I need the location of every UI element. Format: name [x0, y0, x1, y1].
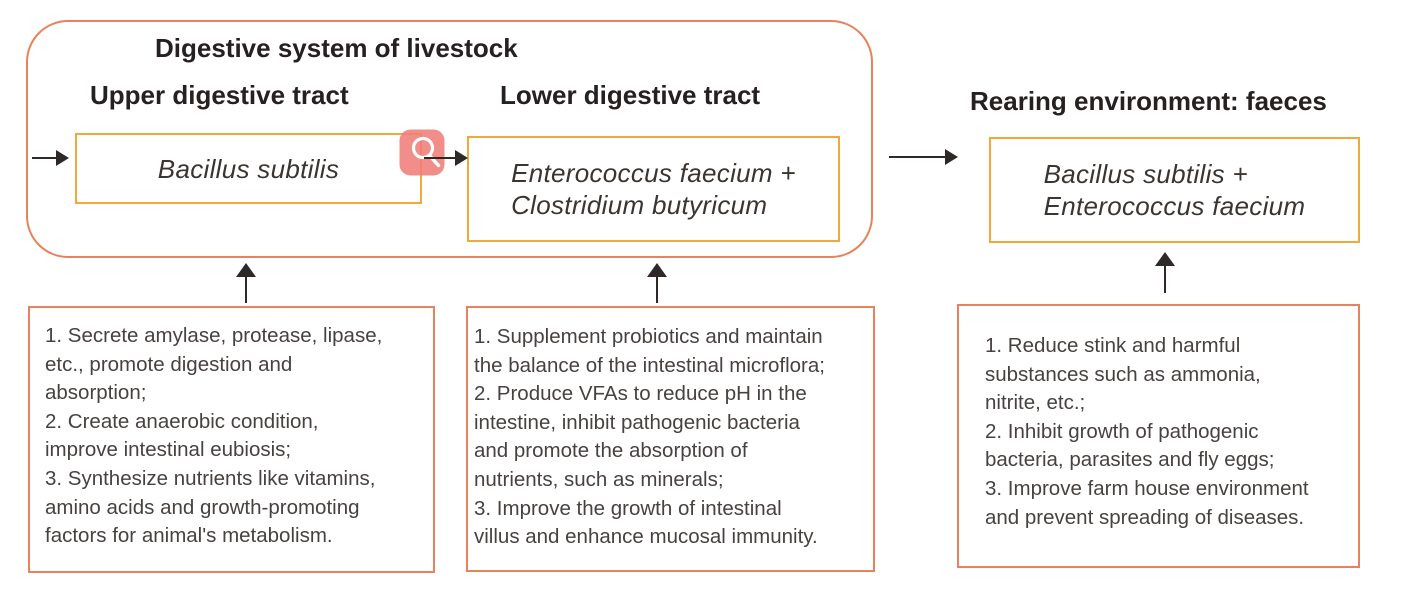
- text-line: Enterococcus faecium +: [511, 158, 796, 188]
- arrow-shaft: [1163, 263, 1167, 293]
- arrow-up-lower: [647, 263, 667, 303]
- function-box-lower: 1. Supplement probiotics and maintain the…: [466, 306, 875, 572]
- text-line: absorption;: [45, 381, 147, 405]
- species-box-lower: Enterococcus faecium +Clostridium butyri…: [467, 136, 840, 242]
- arrow-head-icon: [56, 150, 69, 166]
- arrow-shaft: [32, 156, 58, 160]
- text-line: substances such as ammonia,: [985, 362, 1261, 386]
- arrow-shaft: [424, 156, 457, 160]
- text-line: intestine, inhibit pathogenic bacteria: [474, 410, 800, 434]
- arrow-entry-left: [32, 150, 69, 166]
- arrow-up-rearing: [1155, 252, 1175, 293]
- text-line: the balance of the intestinal microflora…: [474, 353, 825, 377]
- text-line: 3. Improve farm house environment: [985, 476, 1309, 500]
- arrow-head-icon: [647, 263, 667, 277]
- arrow-shaft: [655, 274, 659, 303]
- text-line: Bacillus subtilis: [157, 153, 340, 184]
- species-text-upper: Bacillus subtilis: [158, 153, 339, 185]
- heading-rearing-environment: Rearing environment: faeces: [970, 86, 1327, 116]
- text-line: nitrite, etc.;: [985, 391, 1086, 415]
- arrow-head-icon: [1155, 252, 1175, 266]
- text-line: Bacillus subtilis +: [1043, 159, 1248, 189]
- text-line: villus and enhance mucosal immunity.: [474, 525, 818, 549]
- arrow-shaft: [889, 155, 947, 159]
- text-line: and prevent spreading of diseases.: [985, 505, 1305, 529]
- species-text-rearing: Bacillus subtilis +Enterococcus faecium: [1044, 158, 1306, 222]
- text-line: 1. Reduce stink and harmful: [985, 334, 1241, 357]
- magnifier-background: [399, 129, 445, 176]
- arrow-shaft: [244, 274, 248, 303]
- text-line: amino acids and growth-promoting: [45, 495, 360, 519]
- digestive-system-container: [26, 20, 873, 258]
- text-line: factors for animal's metabolism.: [45, 524, 333, 548]
- text-line: improve intestinal eubiosis;: [45, 438, 292, 462]
- text-line: 1. Secrete amylase, protease, lipase,: [45, 324, 383, 347]
- text-line: 3. Synthesize nutrients like vitamins,: [45, 466, 376, 490]
- heading-lower-digestive-tract: Lower digestive tract: [500, 80, 761, 110]
- text-line: 2. Inhibit growth of pathogenic: [985, 419, 1259, 443]
- diagram-title: Digestive system of livestock: [155, 33, 518, 63]
- arrow-head-icon: [236, 263, 256, 277]
- text-line: Enterococcus faecium: [1043, 191, 1306, 221]
- function-box-upper: 1. Secrete amylase, protease, lipase, etc…: [28, 306, 435, 573]
- species-box-upper: Bacillus subtilis: [75, 133, 422, 204]
- magnifier-lens-icon: [411, 136, 435, 160]
- text-line: nutrients, such as minerals;: [474, 467, 724, 491]
- arrow-to-rearing: [889, 149, 958, 165]
- text-line: 1. Supplement probiotics and maintain: [474, 325, 823, 348]
- text-line: etc., promote digestion and: [45, 352, 293, 376]
- text-line: and promote the absorption of: [474, 439, 748, 463]
- arrow-head-icon: [455, 150, 468, 166]
- arrow-upper-to-lower: [424, 150, 468, 166]
- text-line: bacteria, parasites and fly eggs;: [985, 448, 1275, 472]
- text-line: 2. Produce VFAs to reduce pH in the: [474, 382, 807, 406]
- text-line: Clostridium butyricum: [511, 190, 768, 220]
- magnifier-icon[interactable]: [399, 129, 445, 176]
- heading-upper-digestive-tract: Upper digestive tract: [90, 80, 349, 110]
- arrow-up-upper: [236, 263, 256, 303]
- species-text-lower: Enterococcus faecium +Clostridium butyri…: [511, 157, 796, 221]
- text-line: 2. Create anaerobic condition,: [45, 409, 319, 433]
- text-line: 3. Improve the growth of intestinal: [474, 496, 782, 520]
- arrow-head-icon: [945, 149, 958, 165]
- species-box-rearing: Bacillus subtilis +Enterococcus faecium: [989, 137, 1360, 243]
- function-box-rearing: 1. Reduce stink and harmful substances su…: [957, 304, 1360, 568]
